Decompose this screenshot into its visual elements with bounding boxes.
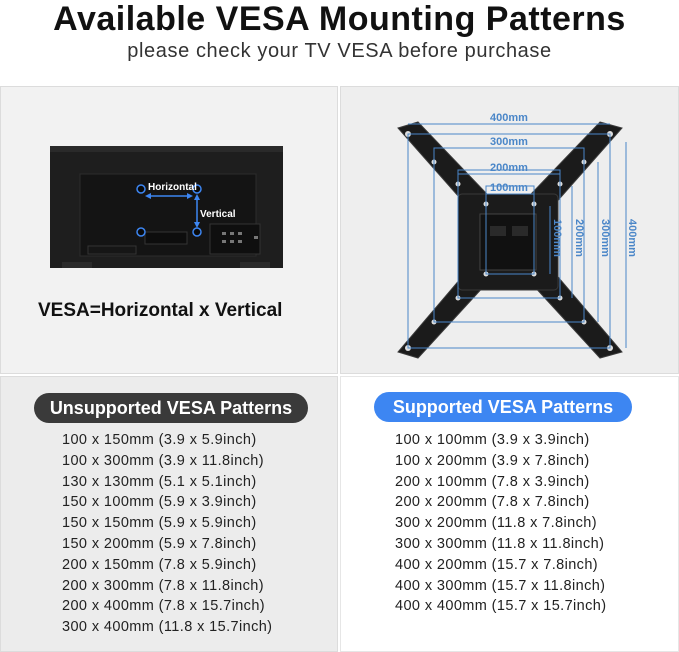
list-item: 150 x 100mm (5.9 x 3.9inch): [62, 494, 257, 511]
list-item: 400 x 400mm (15.7 x 15.7inch): [395, 598, 607, 615]
list-item: 100 x 100mm (3.9 x 3.9inch): [395, 432, 590, 448]
dim-h-100: 100mm: [490, 182, 528, 194]
vertical-label: Vertical: [200, 209, 236, 220]
list-item: 200 x 400mm (7.8 x 15.7inch): [62, 598, 266, 615]
dim-v-400: 400mm: [626, 219, 638, 257]
horizontal-label: Horizontal: [148, 182, 197, 193]
list-item: 100 x 150mm (3.9 x 5.9inch): [62, 432, 257, 448]
supported-panel: [340, 376, 679, 652]
list-item: 400 x 200mm (15.7 x 7.8inch): [395, 556, 599, 573]
page-title: Available VESA Mounting Patterns: [53, 0, 626, 38]
list-item: 200 x 100mm (7.8 x 3.9inch): [395, 473, 590, 490]
list-item: 150 x 150mm (5.9 x 5.9inch): [62, 515, 257, 532]
unsupported-list: 100 x 150mm (3.9 x 5.9inch) 100 x 300mm …: [62, 430, 272, 638]
unsupported-badge: Unsupported VESA Patterns: [34, 393, 308, 423]
tv-back-illustration: Horizontal Vertical: [50, 146, 283, 268]
supported-badge: Supported VESA Patterns: [374, 392, 632, 422]
list-item: 130 x 130mm (5.1 x 5.1inch): [62, 473, 257, 490]
dim-v-100: 100mm: [551, 219, 563, 257]
dim-v-200: 200mm: [573, 219, 585, 257]
list-item: 150 x 200mm (5.9 x 7.8inch): [62, 535, 257, 552]
list-item: 100 x 200mm (3.9 x 7.8inch): [395, 452, 590, 469]
list-item: 200 x 200mm (7.8 x 7.8inch): [395, 494, 590, 511]
list-item: 400 x 300mm (15.7 x 11.8inch): [395, 577, 606, 594]
list-item: 200 x 300mm (7.8 x 11.8inch): [62, 577, 264, 594]
dim-h-400: 400mm: [490, 112, 528, 124]
vesa-hole-icon: [192, 227, 202, 237]
vesa-hole-icon: [192, 184, 202, 194]
list-item: 300 x 200mm (11.8 x 7.8inch): [395, 515, 597, 532]
vesa-formula: VESA=Horizontal x Vertical: [38, 300, 283, 321]
list-item: 300 x 400mm (11.8 x 15.7inch): [62, 619, 273, 636]
dim-h-300: 300mm: [490, 136, 528, 148]
vesa-hole-icon: [136, 184, 146, 194]
list-item: 200 x 150mm (7.8 x 5.9inch): [62, 556, 257, 573]
vesa-hole-icon: [136, 227, 146, 237]
page-subtitle: please check your TV VESA before purchas…: [127, 40, 552, 62]
dim-h-200: 200mm: [490, 162, 528, 174]
supported-list: 100 x 100mm (3.9 x 3.9inch) 100 x 200mm …: [395, 430, 607, 617]
mount-plate-illustration: 400mm 300mm 200mm 100mm 400mm 300mm 200m…: [397, 112, 638, 359]
dim-v-300: 300mm: [599, 219, 611, 257]
list-item: 100 x 300mm (3.9 x 11.8inch): [62, 452, 264, 469]
list-item: 300 x 300mm (11.8 x 11.8inch): [395, 535, 605, 552]
